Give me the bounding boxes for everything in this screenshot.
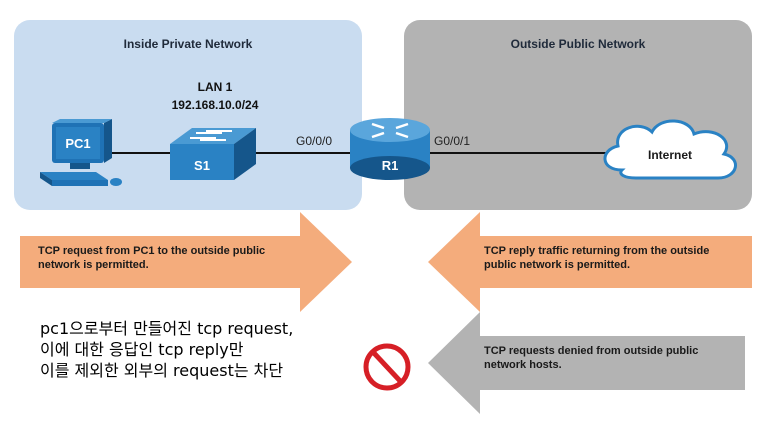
note-line-1: pc1으로부터 만들어진 tcp request, — [40, 319, 294, 338]
arrow-reply-permitted-text: TCP reply traffic returning from the out… — [484, 245, 710, 271]
arrow-request-permitted-text: TCP request from PC1 to the outside publ… — [38, 245, 266, 271]
pc1-label: PC1 — [65, 136, 91, 151]
arrow-denied-text: TCP requests denied from outside public … — [484, 345, 699, 371]
lan-subnet: 192.168.10.0/24 — [171, 98, 259, 112]
port-g0-0-1-label: G0/0/1 — [434, 134, 471, 148]
router-r1-icon — [350, 118, 430, 180]
s1-label: S1 — [194, 158, 210, 173]
arrow-request-permitted — [20, 212, 352, 312]
arrow-request-denied — [428, 312, 745, 414]
annotation-note: pc1으로부터 만들어진 tcp request, 이에 대한 응답인 tcp … — [40, 318, 340, 381]
switch-s1-icon — [170, 128, 256, 180]
internet-label: Internet — [647, 148, 692, 162]
deny-icon — [363, 343, 411, 391]
arrow-reply-permitted — [428, 212, 752, 312]
port-g0-0-0-label: G0/0/0 — [296, 134, 333, 148]
pc1-icon — [40, 119, 122, 186]
internet-cloud-icon — [603, 119, 737, 180]
r1-label: R1 — [381, 158, 399, 173]
lan-name: LAN 1 — [197, 80, 233, 94]
note-line-2: 이에 대한 응답인 tcp reply만 — [40, 340, 244, 359]
outside-zone-title: Outside Public Network — [510, 37, 646, 51]
inside-zone-title: Inside Private Network — [123, 37, 253, 51]
note-line-3: 이를 제외한 외부의 request는 차단 — [40, 361, 284, 380]
